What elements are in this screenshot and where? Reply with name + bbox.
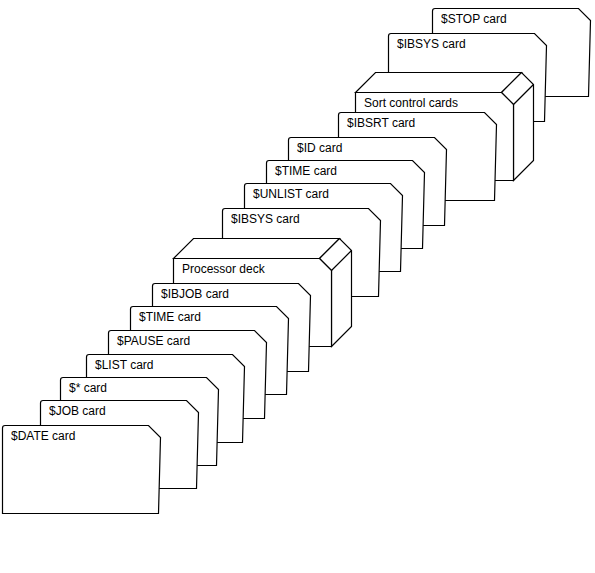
card-label: $ID card bbox=[297, 141, 342, 155]
card-label: $UNLIST card bbox=[253, 187, 329, 201]
control-card: $DATE card bbox=[2, 425, 160, 513]
deck-edge bbox=[514, 85, 534, 105]
card-label: $IBSYS card bbox=[397, 37, 466, 51]
card-label: $IBSRT card bbox=[347, 116, 415, 130]
card-label: $PAUSE card bbox=[117, 334, 190, 348]
card-label: $DATE card bbox=[11, 429, 75, 443]
card-label: $TIME card bbox=[275, 164, 337, 178]
card-label: Sort control cards bbox=[364, 96, 458, 110]
card-label: Processor deck bbox=[182, 262, 265, 276]
deck-edge bbox=[332, 251, 352, 271]
card-label: $STOP card bbox=[441, 12, 507, 26]
card-label: $IBJOB card bbox=[161, 287, 229, 301]
card-label: $LIST card bbox=[95, 358, 153, 372]
card-label: $IBSYS card bbox=[231, 212, 300, 226]
deck-top-face bbox=[356, 73, 522, 93]
card-label: $TIME card bbox=[139, 310, 201, 324]
card-label: $* card bbox=[69, 381, 107, 395]
card-label: $JOB card bbox=[49, 404, 106, 418]
card-shape bbox=[3, 426, 161, 514]
deck-top-face bbox=[174, 239, 340, 259]
